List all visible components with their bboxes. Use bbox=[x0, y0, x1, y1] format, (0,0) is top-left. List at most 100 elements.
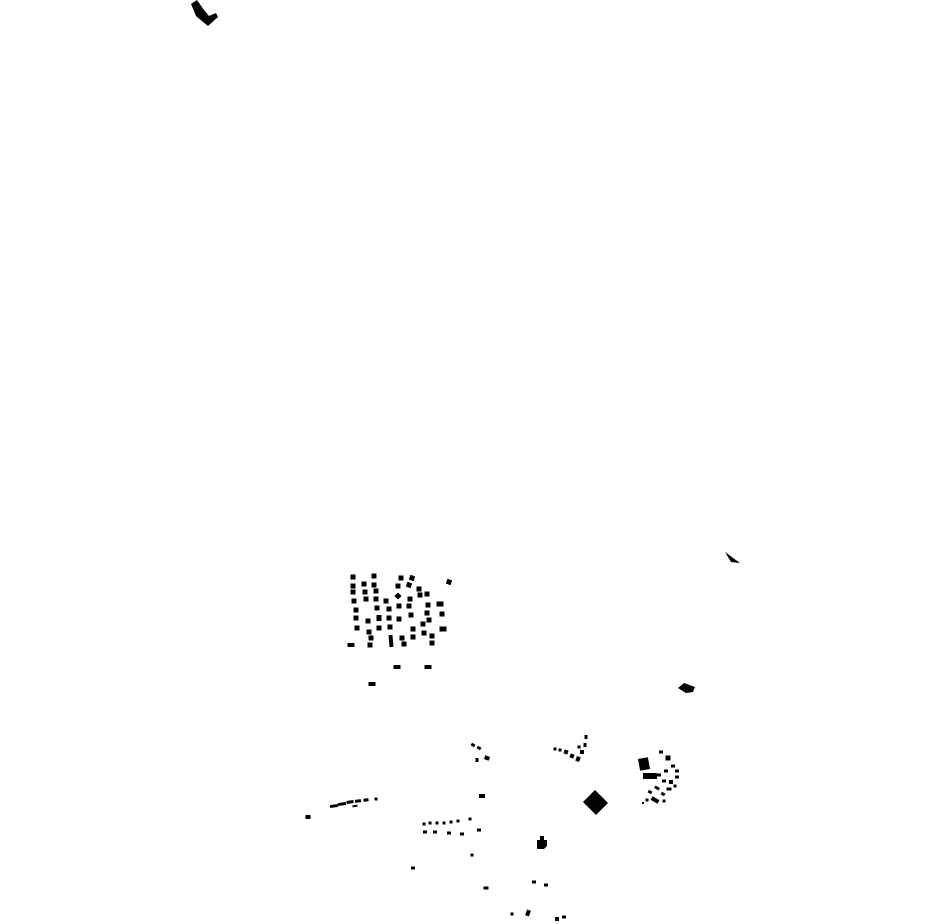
building bbox=[376, 615, 382, 621]
building bbox=[365, 618, 371, 624]
building bbox=[398, 575, 404, 581]
building bbox=[373, 588, 379, 594]
building bbox=[406, 603, 412, 609]
building bbox=[544, 883, 548, 887]
building bbox=[329, 803, 339, 809]
building bbox=[424, 591, 430, 597]
building bbox=[410, 634, 416, 640]
building bbox=[675, 775, 679, 779]
building bbox=[423, 830, 427, 834]
building bbox=[361, 581, 367, 587]
building bbox=[583, 790, 608, 815]
building bbox=[353, 607, 359, 613]
building bbox=[669, 780, 673, 784]
building bbox=[305, 815, 311, 819]
building bbox=[362, 589, 368, 595]
building bbox=[411, 866, 415, 870]
building bbox=[470, 742, 476, 748]
building bbox=[386, 615, 392, 621]
building bbox=[337, 801, 347, 807]
building bbox=[410, 626, 416, 632]
building bbox=[650, 796, 660, 804]
building bbox=[416, 586, 422, 592]
building bbox=[657, 773, 661, 777]
building bbox=[447, 831, 451, 835]
building bbox=[436, 601, 444, 607]
building bbox=[580, 750, 584, 754]
small-buildings-layer bbox=[305, 573, 679, 921]
building bbox=[476, 745, 482, 751]
building bbox=[468, 817, 472, 821]
building bbox=[374, 605, 380, 611]
building bbox=[426, 617, 432, 623]
building bbox=[363, 596, 369, 602]
building bbox=[428, 821, 432, 825]
building bbox=[510, 912, 514, 916]
building bbox=[584, 735, 588, 739]
building bbox=[350, 589, 356, 595]
building bbox=[393, 665, 401, 669]
building bbox=[425, 602, 431, 608]
building bbox=[354, 625, 360, 631]
building bbox=[569, 753, 575, 759]
building bbox=[347, 643, 355, 647]
building bbox=[371, 582, 377, 588]
building bbox=[395, 583, 401, 589]
building bbox=[407, 596, 413, 602]
building bbox=[660, 791, 666, 797]
building bbox=[479, 794, 485, 798]
building bbox=[666, 787, 672, 791]
building bbox=[456, 819, 460, 823]
building bbox=[449, 820, 453, 824]
building bbox=[439, 626, 447, 632]
building bbox=[537, 836, 547, 849]
building bbox=[367, 642, 373, 648]
building bbox=[483, 886, 489, 890]
building bbox=[647, 789, 653, 795]
building bbox=[352, 804, 358, 808]
building bbox=[401, 641, 407, 647]
building bbox=[383, 598, 389, 604]
building bbox=[353, 615, 359, 621]
building bbox=[664, 769, 668, 773]
building bbox=[563, 749, 569, 755]
building bbox=[553, 747, 557, 751]
building bbox=[435, 821, 439, 825]
building bbox=[421, 630, 427, 636]
building bbox=[439, 611, 445, 617]
building bbox=[470, 853, 474, 857]
building bbox=[371, 573, 377, 579]
building bbox=[429, 640, 435, 646]
building bbox=[433, 830, 437, 834]
building bbox=[442, 821, 446, 825]
building bbox=[350, 583, 356, 589]
building bbox=[354, 799, 362, 803]
building bbox=[408, 574, 416, 582]
building bbox=[477, 828, 481, 832]
building bbox=[659, 750, 663, 754]
building bbox=[373, 596, 379, 602]
building bbox=[424, 610, 430, 616]
buildings-layer bbox=[191, 0, 740, 849]
building bbox=[424, 665, 432, 669]
building bbox=[555, 917, 559, 921]
building bbox=[525, 909, 531, 917]
building bbox=[366, 629, 372, 635]
building bbox=[643, 773, 657, 779]
building bbox=[562, 915, 566, 919]
building bbox=[374, 797, 378, 801]
building bbox=[394, 592, 402, 600]
building bbox=[665, 755, 671, 761]
building bbox=[387, 624, 393, 630]
building bbox=[475, 758, 479, 762]
building bbox=[662, 799, 666, 803]
building bbox=[638, 757, 650, 771]
building bbox=[662, 779, 666, 783]
building bbox=[483, 755, 491, 761]
building bbox=[396, 616, 402, 622]
building bbox=[654, 785, 660, 791]
building bbox=[408, 612, 414, 618]
building bbox=[429, 633, 435, 639]
